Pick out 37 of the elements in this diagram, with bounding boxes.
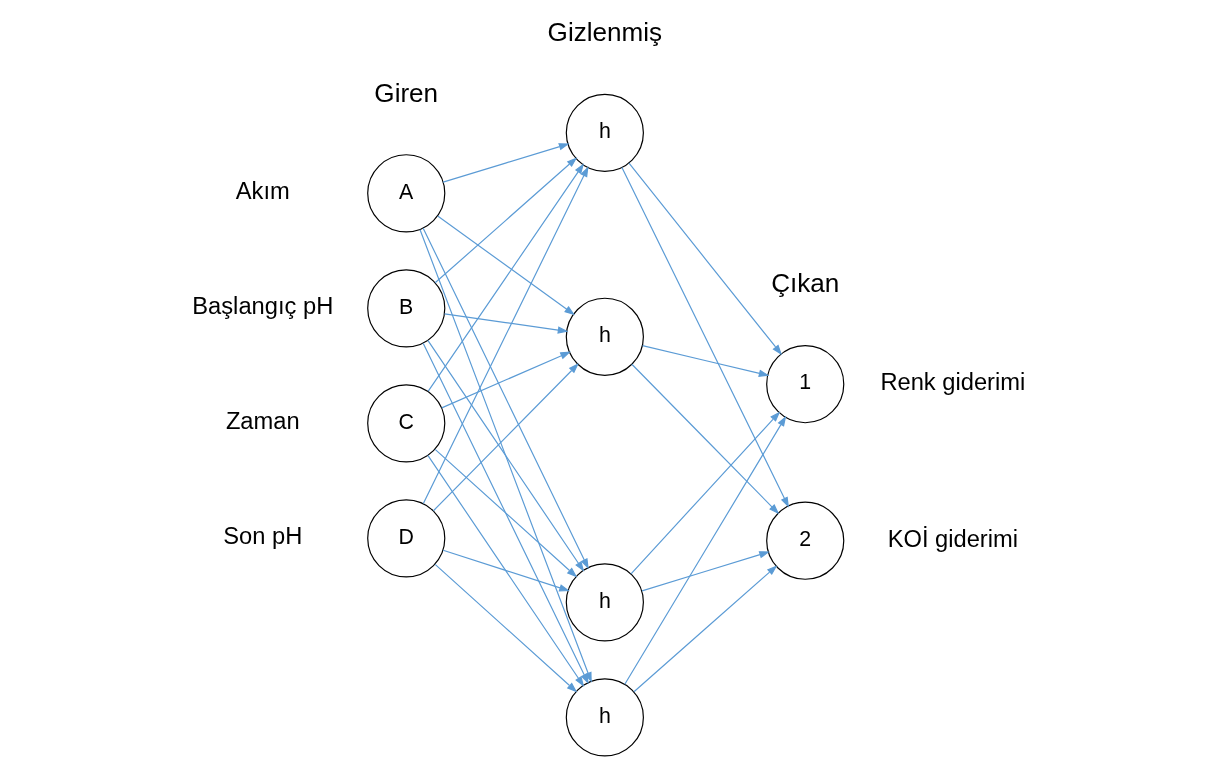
arrow (630, 363, 779, 515)
node-label: Başlangıç pH (191, 293, 333, 320)
arrow (623, 415, 786, 685)
arrow (443, 313, 568, 334)
arrow (641, 345, 769, 377)
arrow (422, 227, 589, 570)
arrow (418, 229, 592, 683)
arrow (640, 551, 770, 592)
node-label: Zaman (225, 408, 300, 435)
arrow (629, 411, 780, 575)
arrow (627, 162, 782, 356)
arrow (426, 339, 584, 572)
node-circle: C (366, 384, 445, 463)
arrow (427, 163, 584, 392)
label: Giren (373, 77, 438, 108)
arrow (442, 143, 570, 183)
arrow (440, 351, 571, 409)
arrow (434, 448, 577, 578)
arrow (442, 549, 570, 592)
arrow (422, 166, 588, 505)
arrow (632, 565, 777, 693)
arrow (436, 215, 575, 316)
node-label: Son pH (222, 523, 302, 550)
node-circle: A (366, 154, 445, 233)
node-circle: D (366, 499, 445, 578)
arrow (426, 454, 584, 687)
node-label: Akım (235, 178, 290, 205)
arrow (620, 167, 789, 508)
node-circle: B (366, 269, 445, 348)
node-label: KOİ giderimi (887, 525, 1018, 552)
arrow (434, 157, 577, 284)
label: Gizlenmiş (547, 17, 662, 48)
node-label: Renk giderimi (879, 369, 1025, 396)
label: Çıkan (770, 268, 839, 299)
arrow (432, 363, 579, 512)
arrow (434, 563, 577, 693)
arrow (422, 342, 589, 685)
